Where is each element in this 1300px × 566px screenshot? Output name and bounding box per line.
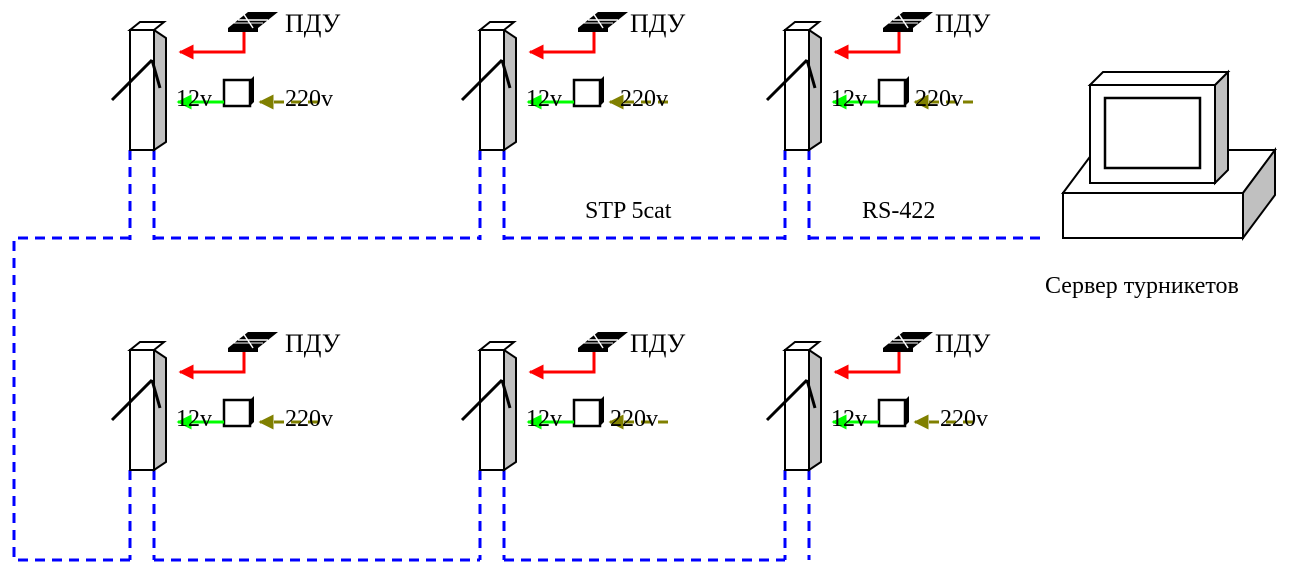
network-bus-top	[12, 236, 1045, 562]
pdu-label: ПДУ	[285, 329, 341, 358]
turnstile-unit	[767, 332, 973, 560]
turnstile-unit	[112, 332, 318, 560]
voltage-220v-label: 220v	[940, 406, 988, 432]
server-label: Сервер турникетов	[1045, 273, 1239, 299]
voltage-12v-label: 12v	[526, 406, 562, 432]
voltage-12v-label: 12v	[526, 86, 562, 112]
turnstile-unit	[112, 12, 318, 240]
pdu-label: ПДУ	[630, 9, 686, 38]
voltage-220v-label: 220v	[610, 406, 658, 432]
voltage-220v-label: 220v	[915, 86, 963, 112]
voltage-12v-label: 12v	[176, 86, 212, 112]
voltage-12v-label: 12v	[831, 86, 867, 112]
protocol-label: RS-422	[862, 198, 935, 224]
voltage-12v-label: 12v	[176, 406, 212, 432]
server-computer-icon	[1061, 69, 1277, 242]
voltage-220v-label: 220v	[285, 406, 333, 432]
pdu-label: ПДУ	[285, 9, 341, 38]
turnstile-unit	[462, 332, 668, 560]
voltage-12v-label: 12v	[831, 406, 867, 432]
voltage-220v-label: 220v	[285, 86, 333, 112]
pdu-label: ПДУ	[935, 9, 991, 38]
pdu-label: ПДУ	[935, 329, 991, 358]
pdu-label: ПДУ	[630, 329, 686, 358]
cable-type-label: STP 5cat	[585, 198, 672, 224]
voltage-220v-label: 220v	[620, 86, 668, 112]
